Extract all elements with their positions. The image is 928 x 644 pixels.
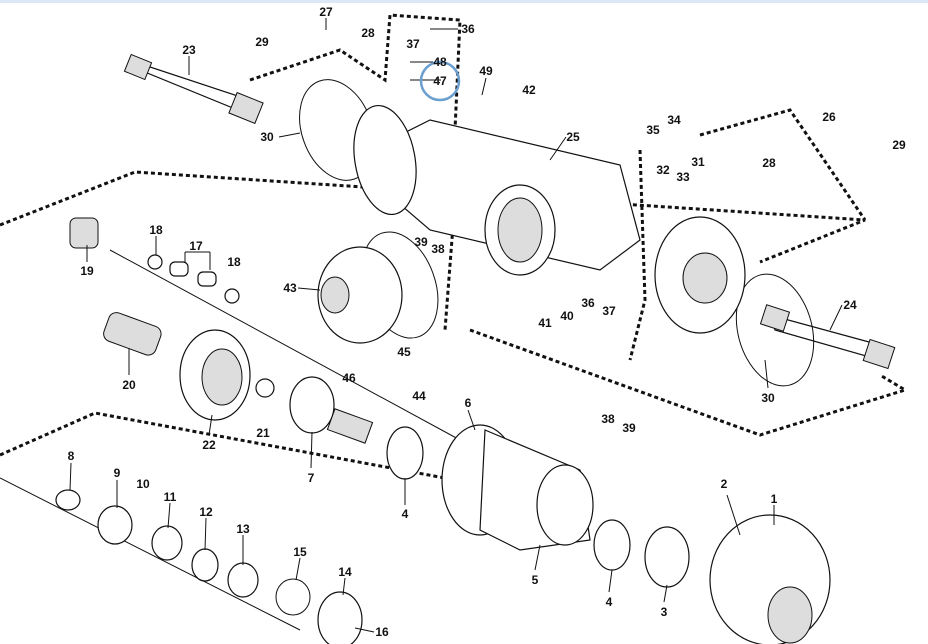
- callout-23[interactable]: 23: [182, 43, 196, 57]
- callout-38[interactable]: 38: [431, 242, 445, 256]
- callout-highlight-circle[interactable]: [419, 60, 461, 102]
- callout-37[interactable]: 37: [602, 304, 616, 318]
- shaft-20: [103, 312, 162, 356]
- callout-40[interactable]: 40: [560, 309, 574, 323]
- callout-39[interactable]: 39: [414, 235, 428, 249]
- callout-21[interactable]: 21: [256, 426, 270, 440]
- callout-26[interactable]: 26: [822, 110, 836, 124]
- axis-line: [109, 249, 461, 441]
- callout-10[interactable]: 10: [136, 477, 150, 491]
- seal-4: [386, 426, 424, 480]
- callout-11[interactable]: 11: [164, 490, 177, 504]
- callout-15[interactable]: 15: [293, 545, 307, 559]
- callout-7[interactable]: 7: [308, 471, 315, 485]
- callout-41[interactable]: 41: [538, 316, 552, 330]
- callout-30[interactable]: 30: [761, 391, 775, 405]
- callout-32[interactable]: 32: [656, 163, 670, 177]
- seal-4: [593, 519, 631, 571]
- callout-34[interactable]: 34: [667, 113, 681, 127]
- callout-29[interactable]: 29: [892, 138, 906, 152]
- callout-29[interactable]: 29: [255, 35, 269, 49]
- callout-33[interactable]: 33: [676, 170, 690, 184]
- bearing-17: [169, 261, 189, 277]
- callout-6[interactable]: 6: [465, 396, 472, 410]
- callout-18[interactable]: 18: [227, 255, 241, 269]
- callout-31[interactable]: 31: [691, 155, 705, 169]
- callout-13[interactable]: 13: [236, 522, 250, 536]
- pinion-7: [289, 376, 374, 444]
- ring-9: [97, 505, 133, 545]
- axis-line: [0, 477, 301, 631]
- callout-20[interactable]: 20: [122, 378, 136, 392]
- wheel-hub-1: [709, 514, 831, 644]
- callout-28[interactable]: 28: [762, 156, 776, 170]
- bearing-3: [644, 526, 690, 588]
- axle-shaft-23: [123, 53, 264, 125]
- nut-11: [151, 525, 183, 561]
- exploded-axle-drawing: 29 27 28 36 37 48 47 49 23 42 30 25 35 3…: [0, 5, 909, 644]
- callout-9[interactable]: 9: [114, 466, 121, 480]
- washer-8: [55, 489, 81, 511]
- callout-28[interactable]: 28: [361, 26, 375, 40]
- bolt-2: [726, 494, 741, 536]
- callout-49[interactable]: 49: [479, 64, 493, 78]
- callout-24[interactable]: 24: [843, 298, 857, 312]
- callout-46[interactable]: 46: [342, 371, 356, 385]
- leader-lines: [69, 18, 843, 633]
- group-boundary-left: [0, 170, 866, 264]
- callout-4[interactable]: 4: [402, 507, 409, 521]
- callout-43[interactable]: 43: [283, 281, 297, 295]
- callout-19[interactable]: 19: [80, 264, 94, 278]
- callout-5[interactable]: 5: [532, 573, 539, 587]
- callout-47[interactable]: 47: [433, 74, 447, 88]
- callout-42[interactable]: 42: [522, 83, 536, 97]
- callout-16[interactable]: 16: [375, 625, 389, 639]
- washer-18: [147, 254, 163, 270]
- callout-12[interactable]: 12: [199, 505, 213, 519]
- callout-1[interactable]: 1: [771, 492, 778, 506]
- axle-housing-25: [353, 104, 746, 334]
- callout-25[interactable]: 25: [566, 130, 580, 144]
- lock-washer-12: [191, 548, 219, 582]
- o-ring-30: [735, 273, 815, 387]
- callout-27[interactable]: 27: [319, 5, 333, 19]
- o-ring-15: [275, 578, 311, 616]
- washer-18: [224, 288, 240, 304]
- nut-13: [227, 562, 259, 598]
- planet-carrier-6-5: [441, 424, 594, 551]
- callout-8[interactable]: 8: [68, 449, 75, 463]
- callout-22[interactable]: 22: [202, 438, 216, 452]
- group-boundary-top: [249, 13, 462, 131]
- cover-14: [317, 591, 363, 644]
- callout-30[interactable]: 30: [260, 130, 274, 144]
- callout-36[interactable]: 36: [461, 22, 475, 36]
- gear-19: [69, 217, 99, 249]
- bearing-21: [255, 378, 275, 398]
- brake-assembly-43: [317, 246, 403, 344]
- axle-shaft-24: [759, 304, 896, 370]
- callout-35[interactable]: 35: [646, 123, 660, 137]
- callout-37[interactable]: 37: [406, 37, 420, 51]
- callout-38[interactable]: 38: [601, 412, 615, 426]
- callout-14[interactable]: 14: [338, 565, 352, 579]
- callout-2[interactable]: 2: [721, 477, 728, 491]
- ring-gear-22-inner: [201, 348, 243, 406]
- group-boundary-bottom-right: [469, 328, 909, 437]
- callout-3[interactable]: 3: [661, 605, 668, 619]
- callout-36[interactable]: 36: [581, 296, 595, 310]
- callout-44[interactable]: 44: [412, 389, 426, 403]
- callout-39[interactable]: 39: [622, 421, 636, 435]
- callout-17[interactable]: 17: [189, 239, 203, 253]
- callout-4[interactable]: 4: [606, 595, 613, 609]
- callout-18[interactable]: 18: [149, 223, 163, 237]
- group-boundary-right2: [628, 149, 647, 361]
- callout-48[interactable]: 48: [433, 55, 447, 69]
- bearing-17: [197, 271, 217, 287]
- group-boundary-right: [699, 108, 867, 221]
- callout-45[interactable]: 45: [397, 345, 411, 359]
